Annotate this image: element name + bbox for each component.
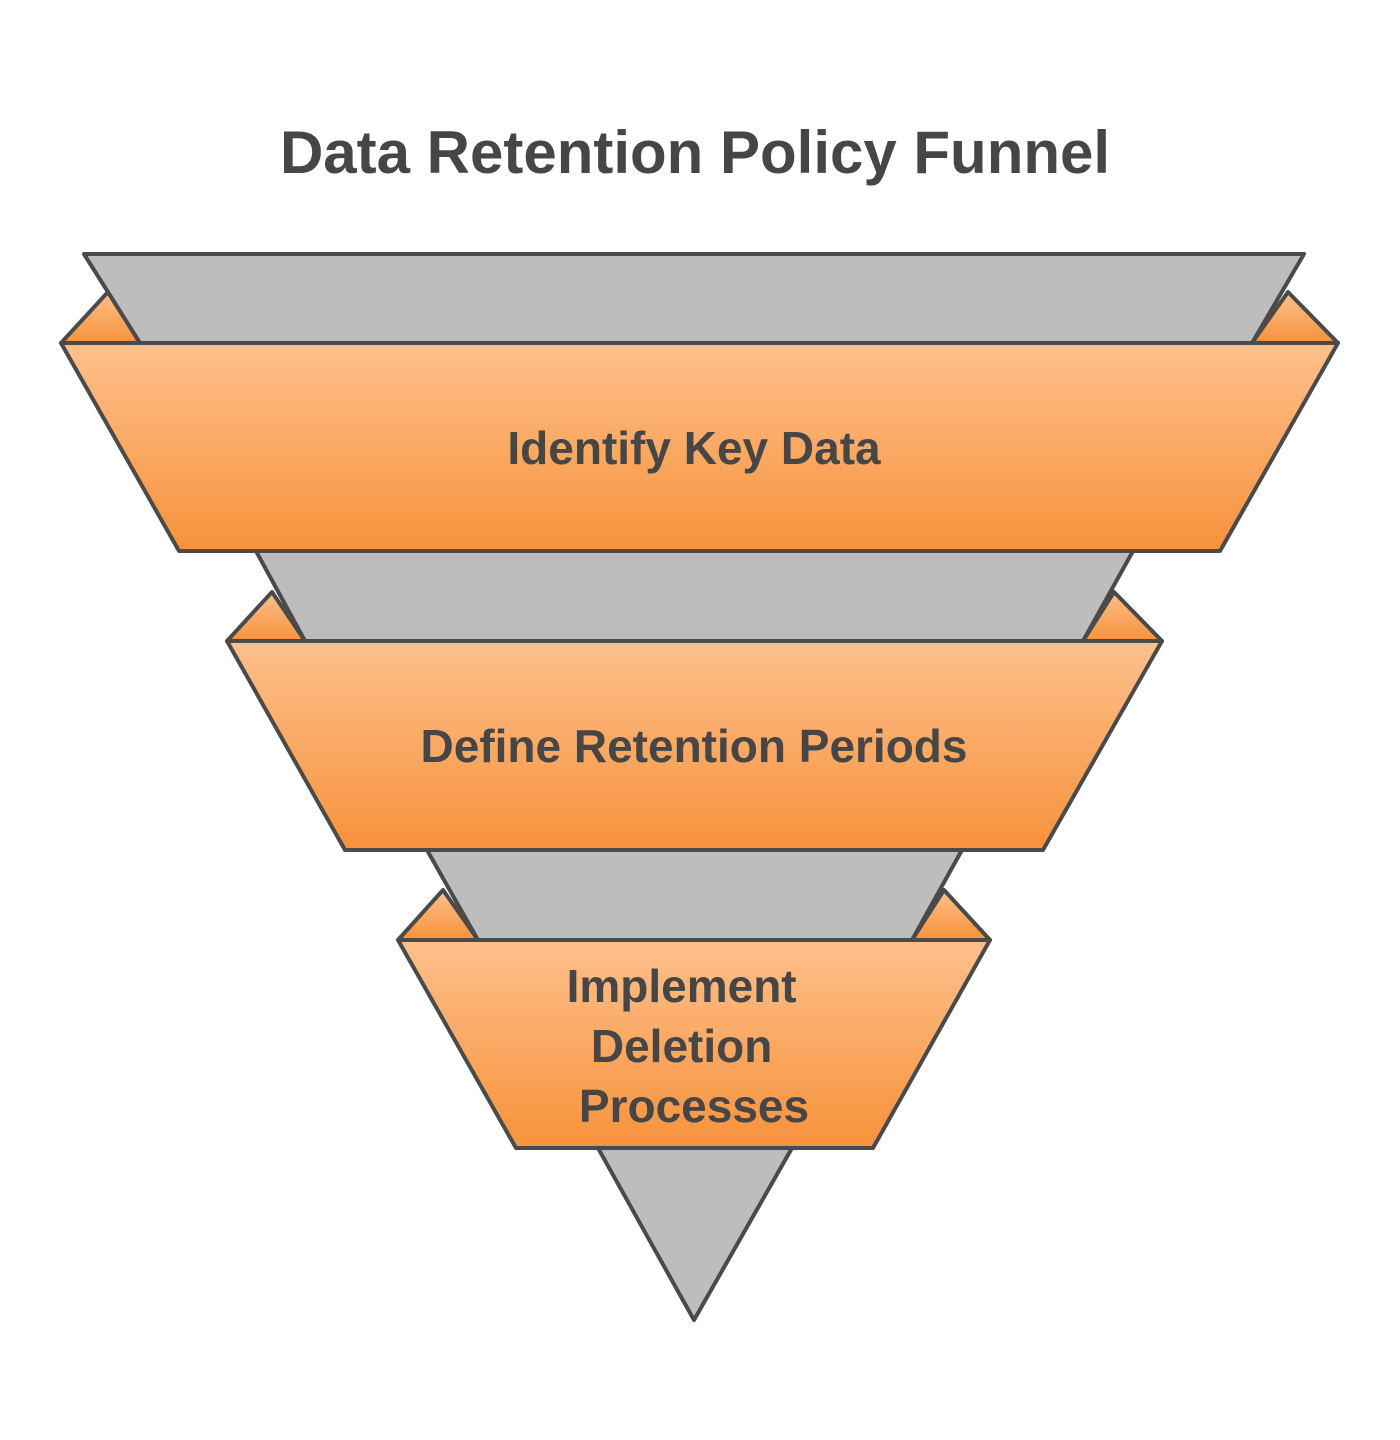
stage-2-band: [225, 639, 1164, 852]
stage-3-label-line-3: Processes: [579, 1080, 809, 1132]
stage-3-band: [396, 938, 992, 1150]
funnel-tip: [596, 1146, 794, 1322]
stage-2-label: Define Retention Periods: [421, 720, 968, 772]
stage-3-label-line-2: Deletion: [591, 1020, 772, 1072]
stage-1-band: [59, 341, 1340, 553]
funnel-stage-2: Define Retention Periods: [225, 549, 1164, 852]
funnel-stage-1: Identify Key Data: [59, 252, 1340, 553]
stage-3-label: Implement Deletion Processes: [567, 960, 810, 1132]
stage-3-label-line-1: Implement: [567, 960, 797, 1012]
stage-1-back-panel: [82, 252, 1306, 345]
stage-1-label: Identify Key Data: [507, 422, 881, 474]
funnel-stage-3: Implement Deletion Processes: [396, 848, 992, 1150]
diagram-title: Data Retention Policy Funnel: [279, 119, 1111, 186]
stage-3-back-panel: [425, 848, 964, 942]
stage-2-back-panel: [254, 549, 1135, 643]
